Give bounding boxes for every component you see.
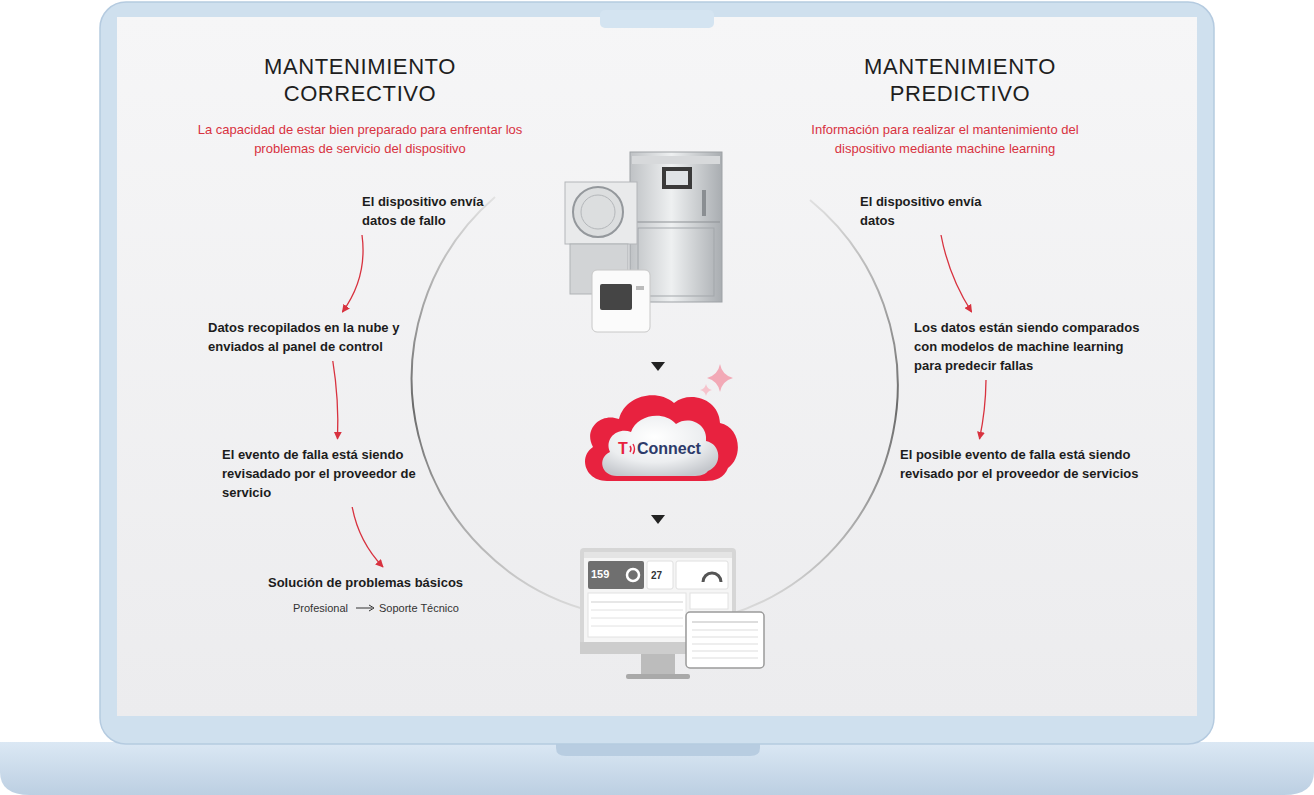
step-line: Datos recopilados en la nube y enviados … — [208, 318, 448, 356]
step-line: El posible evento de falla está siendo r… — [900, 445, 1165, 483]
flow-triangle — [651, 515, 665, 524]
control-screen — [662, 167, 692, 189]
cabinet-top — [632, 156, 720, 164]
laptop-screen — [117, 17, 1197, 716]
column-subtitle: La capacidad de estar bien preparado par… — [190, 120, 530, 158]
dashboard-monitor — [580, 548, 764, 679]
unit-opening — [600, 284, 632, 310]
monitor-foot — [626, 674, 690, 679]
tablet-row — [692, 658, 758, 659]
sparkle — [700, 384, 712, 396]
tabletop-unit — [592, 270, 650, 332]
monitor-stand — [641, 654, 675, 675]
step-text: El dispositivo envía datos de fallo — [362, 192, 497, 230]
wave — [633, 444, 635, 454]
table-row — [591, 602, 683, 603]
logo-letter: T — [618, 440, 628, 458]
laptop-bezel — [100, 2, 1214, 744]
step-text: Los datos están siendo comparados con mo… — [914, 318, 1154, 375]
column-heading: MANTENIMIENTO PREDICTIVO — [840, 53, 1080, 107]
step-line: El evento de falla está siendo revisadad… — [222, 445, 432, 502]
autoclave-body — [565, 182, 637, 244]
small-arrowhead — [369, 605, 374, 611]
dashboard-number: 159 — [591, 568, 609, 581]
step-text: El dispositivo envía datos — [860, 192, 995, 230]
cloud-outline — [585, 395, 738, 481]
data-table — [588, 593, 686, 637]
cloud-shape — [577, 385, 742, 485]
flow-triangle — [651, 362, 665, 371]
donut-chart — [627, 569, 639, 581]
flow-arrow — [352, 507, 383, 567]
unit-button — [636, 286, 644, 290]
logo-row: T Connect — [577, 440, 742, 458]
step-text: El evento de falla está siendo revisadad… — [222, 445, 432, 502]
step-line: El dispositivo envía datos — [860, 192, 995, 230]
tablet-row — [692, 651, 758, 652]
tablet — [686, 612, 764, 668]
step-text: Datos recopilados en la nube y enviados … — [208, 318, 448, 356]
camera-notch — [600, 10, 714, 28]
laptop-base — [0, 742, 1314, 795]
tablet-row — [692, 622, 758, 623]
flow-arrow — [342, 235, 363, 312]
step-line: El dispositivo envía datos de fallo — [362, 192, 497, 230]
column-heading: MANTENIMIENTO CORRECTIVO — [240, 53, 480, 107]
flow-arrow — [333, 361, 338, 439]
step-text: El posible evento de falla está siendo r… — [900, 445, 1165, 483]
step-line: Solución de problemas básicos — [268, 573, 498, 592]
role-label: Soporte Técnico — [379, 601, 459, 615]
sparkle — [707, 364, 733, 392]
autoclave-door — [573, 187, 623, 237]
cycle-arc — [728, 200, 898, 615]
tablet-row — [692, 630, 758, 631]
dashboard-number: 27 — [651, 570, 662, 582]
tablet-row — [692, 637, 758, 638]
control-display — [666, 171, 688, 185]
door-handle — [702, 190, 706, 216]
logo-word: Connect — [637, 440, 701, 458]
column-subtitle: Información para realizar el mantenimien… — [803, 120, 1087, 158]
stat-card — [588, 561, 644, 589]
door-seam — [632, 222, 720, 223]
door-ring — [581, 195, 615, 229]
signal-waves — [628, 442, 637, 456]
flow-arrow — [980, 380, 987, 439]
table-row — [591, 610, 683, 611]
role-label: Profesional — [293, 601, 348, 615]
stat-card — [676, 561, 728, 589]
step-text: Solución de problemas básicos — [268, 573, 498, 592]
step-line: Los datos están siendo comparados con mo… — [914, 318, 1154, 375]
table-row — [591, 618, 683, 619]
small-arrow — [356, 608, 372, 609]
cloud-inner — [602, 416, 718, 476]
stat-card — [647, 561, 673, 589]
cycle-arc — [412, 197, 595, 612]
sterilizer-devices — [565, 152, 722, 332]
flow-arrow — [941, 235, 972, 312]
screen-header — [584, 552, 732, 558]
gauge — [703, 573, 721, 582]
cloud-node: T Connect — [577, 385, 742, 485]
wave — [630, 446, 631, 452]
table-row — [591, 626, 683, 627]
tablet-row — [692, 644, 758, 645]
side-panel — [690, 593, 728, 609]
